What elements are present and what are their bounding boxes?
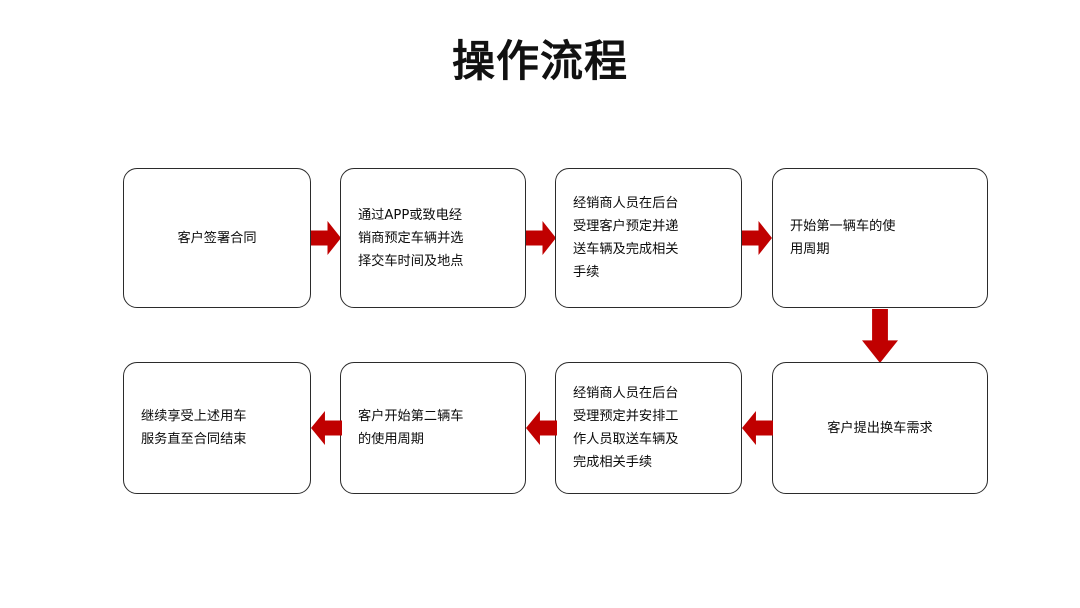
flow-node-7-label: 客户开始第二辆车 的使用周期 bbox=[358, 409, 464, 447]
flow-node-6[interactable]: 经销商人员在后台 受理预定并安排工 作人员取送车辆及 完成相关手续 bbox=[555, 362, 742, 494]
flow-node-1-label: 客户签署合同 bbox=[177, 230, 257, 246]
arrow-left-icon bbox=[526, 411, 557, 445]
arrow-right-icon bbox=[742, 221, 772, 255]
flow-node-8[interactable]: 继续享受上述用车 服务直至合同结束 bbox=[123, 362, 311, 494]
flow-node-4-label: 开始第一辆车的使 用周期 bbox=[790, 219, 896, 257]
flow-node-2[interactable]: 通过APP或致电经 销商预定车辆并选 择交车时间及地点 bbox=[340, 168, 526, 308]
arrow-right-icon bbox=[526, 221, 556, 255]
flow-node-2-label: 通过APP或致电经 销商预定车辆并选 择交车时间及地点 bbox=[358, 207, 464, 269]
flow-node-6-label: 经销商人员在后台 受理预定并安排工 作人员取送车辆及 完成相关手续 bbox=[573, 386, 679, 470]
flow-node-5-label: 客户提出换车需求 bbox=[827, 420, 933, 436]
flow-node-3-label: 经销商人员在后台 受理客户预定并递 送车辆及完成相关 手续 bbox=[573, 196, 679, 280]
flow-node-3[interactable]: 经销商人员在后台 受理客户预定并递 送车辆及完成相关 手续 bbox=[555, 168, 742, 308]
page-title: 操作流程 bbox=[452, 37, 628, 87]
arrow-down-icon bbox=[862, 309, 898, 363]
flow-node-8-label: 继续享受上述用车 服务直至合同结束 bbox=[141, 409, 247, 447]
flow-node-1[interactable]: 客户签署合同 bbox=[123, 168, 311, 308]
flow-node-4[interactable]: 开始第一辆车的使 用周期 bbox=[772, 168, 988, 308]
arrow-left-icon bbox=[311, 411, 342, 445]
arrow-left-icon bbox=[742, 411, 773, 445]
arrow-right-icon bbox=[311, 221, 341, 255]
flow-node-7[interactable]: 客户开始第二辆车 的使用周期 bbox=[340, 362, 526, 494]
flow-node-5[interactable]: 客户提出换车需求 bbox=[772, 362, 988, 494]
